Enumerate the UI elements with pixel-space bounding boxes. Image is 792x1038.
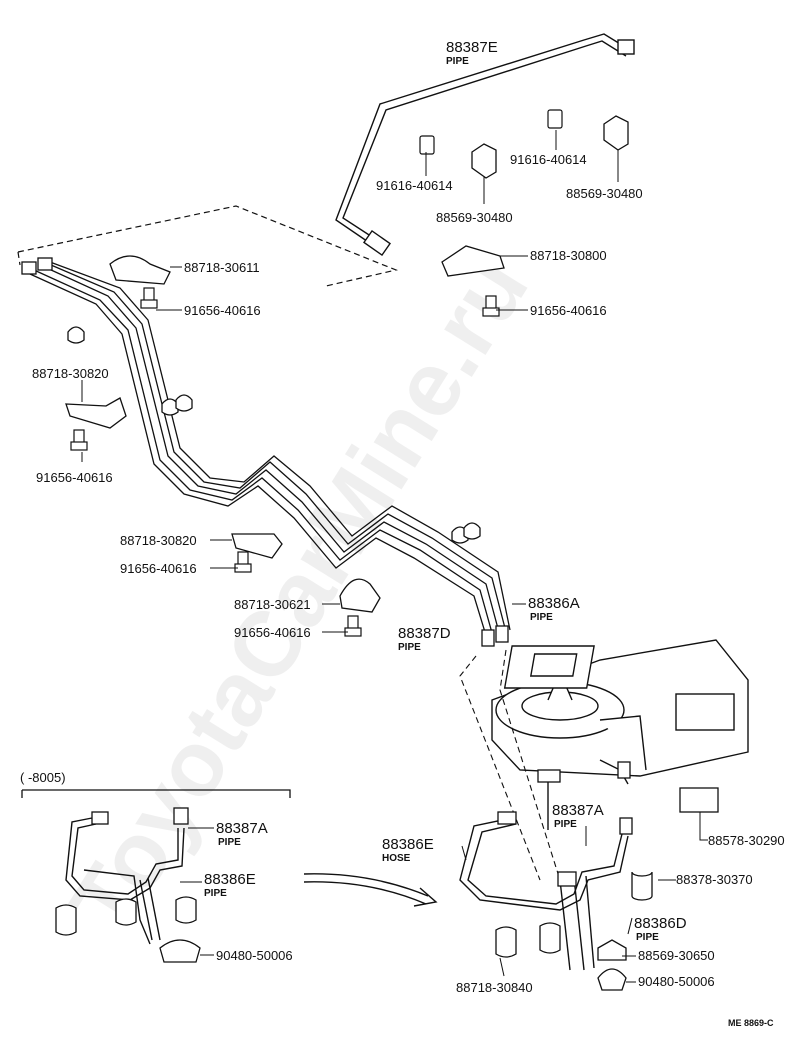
range-label: ( -8005) [20,770,66,785]
lower-left-fittings [55,807,201,963]
label-88387a-right-type: PIPE [554,819,577,830]
pipe-end-fittings-lower [481,625,509,647]
label-88386d: 88386D [634,915,687,932]
label-88718-30611: 88718-30611 [184,260,260,275]
label-88387e-type: PIPE [446,56,469,67]
label-88387a-left: 88387A [216,820,268,837]
label-88378-30370: 88378-30370 [676,872,753,887]
label-91656-40616-b: 91656-40616 [530,303,607,318]
heater-unit [491,639,749,777]
label-88386e-pipe-type: PIPE [204,888,227,899]
range-bracket [21,789,291,798]
label-91616-40614-right: 91616-40614 [510,152,587,167]
label-91616-40614-left: 91616-40614 [376,178,453,193]
label-88569-30480-right: 88569-30480 [566,186,643,201]
label-88387d: 88387D [398,625,451,642]
pipe-88387e [335,33,635,257]
lower-right-fittings [495,761,719,991]
label-91656-40616-c: 91656-40616 [36,470,113,485]
direction-arrow [303,873,438,907]
label-88386a-type: PIPE [530,612,553,623]
label-88386d-type: PIPE [636,932,659,943]
label-88718-30820-a: 88718-30820 [32,366,109,381]
pipe-end-fittings-left [21,257,53,275]
label-88718-30800: 88718-30800 [530,248,607,263]
leader-lines [81,130,708,983]
label-91656-40616-e: 91656-40616 [234,625,311,640]
clamp-icons [65,115,629,613]
label-91656-40616-d: 91656-40616 [120,561,197,576]
label-88718-30840: 88718-30840 [456,980,533,995]
lower-right-pipe-assembly [459,759,629,971]
dashed-reference-box [17,205,399,287]
label-88386e-hose: 88386E [382,836,434,853]
label-90480-50006-left: 90480-50006 [216,948,293,963]
label-91656-40616-a: 91656-40616 [184,303,261,318]
bolt-icons [70,109,563,637]
label-88386e-pipe: 88386E [204,871,256,888]
pipe-clips [67,326,481,544]
diagram-code: ME 8869-C [728,1018,774,1028]
label-88386a: 88386A [528,595,580,612]
label-88387e: 88387E [446,39,498,56]
label-88569-30650: 88569-30650 [638,948,715,963]
label-88718-30820-b: 88718-30820 [120,533,197,548]
label-88718-30621: 88718-30621 [234,597,311,612]
main-pipe-bundle [29,261,511,643]
label-88569-30480-left: 88569-30480 [436,210,513,225]
label-88387a-left-type: PIPE [218,837,241,848]
label-88387d-type: PIPE [398,642,421,653]
label-88387a-right: 88387A [552,802,604,819]
label-90480-50006-right: 90480-50006 [638,974,715,989]
label-88578-30290: 88578-30290 [708,833,785,848]
label-88386e-hose-type: HOSE [382,853,411,864]
